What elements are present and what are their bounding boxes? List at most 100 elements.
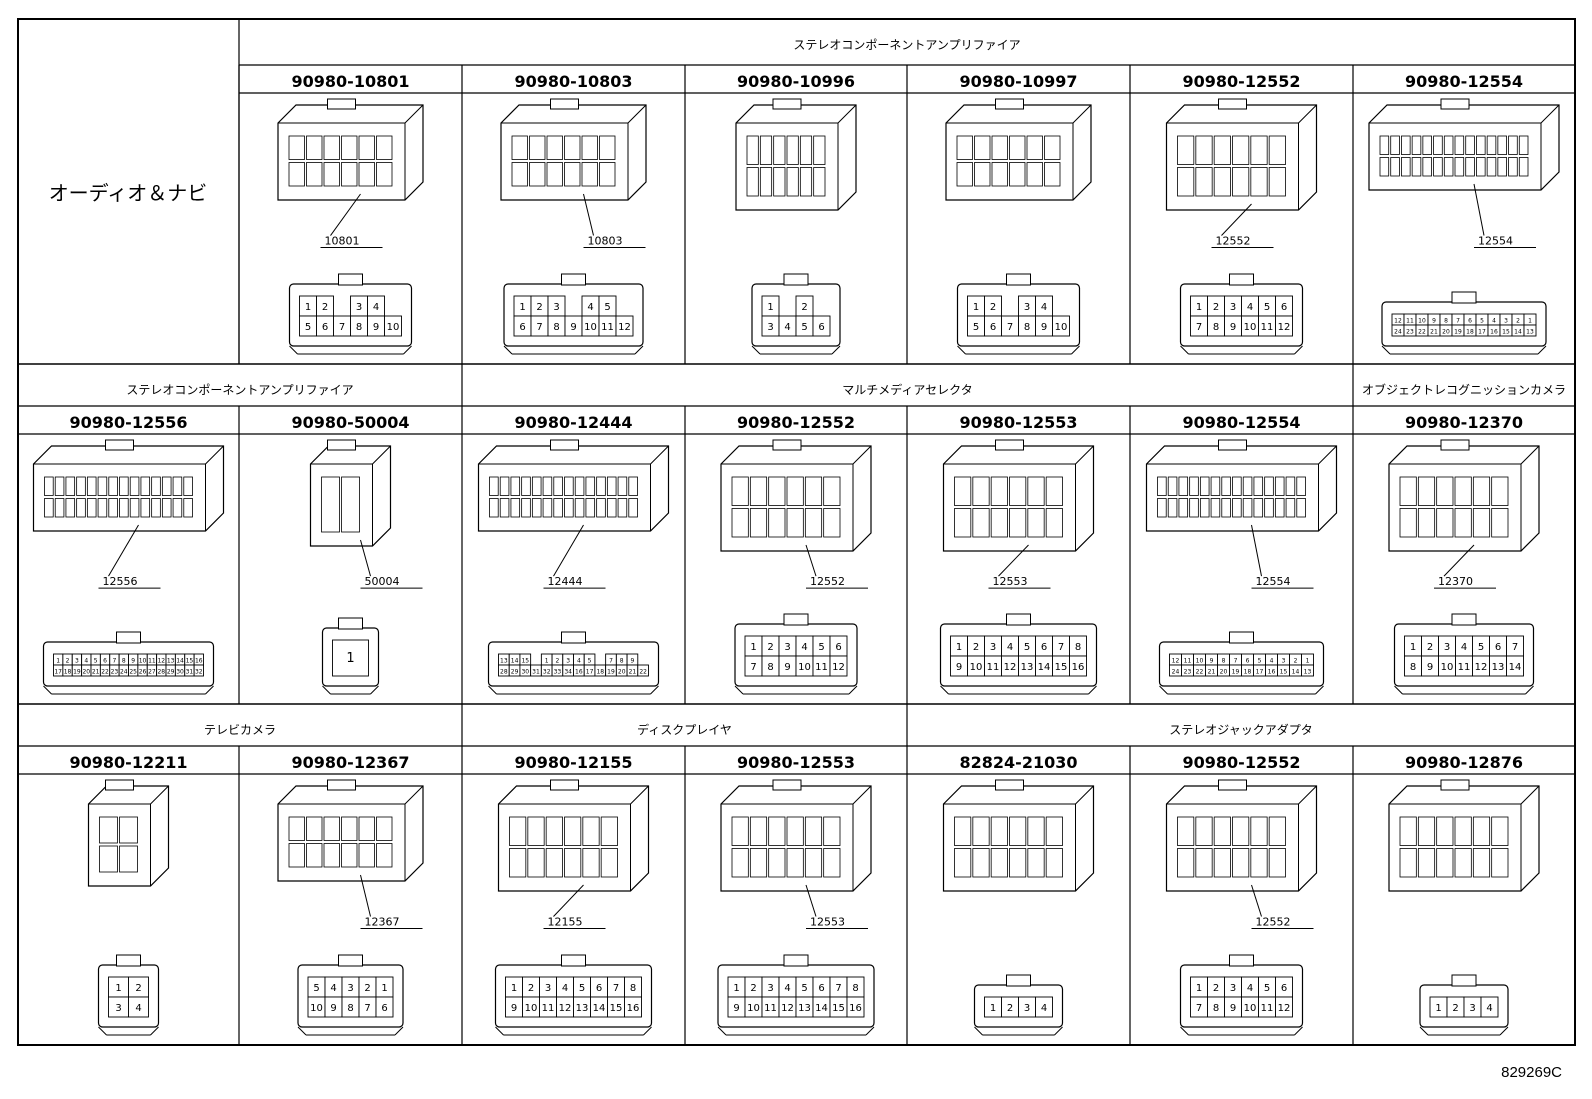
pin-number: 24 — [120, 669, 128, 676]
pin-number: 19 — [1232, 669, 1240, 676]
pin-number: 10 — [747, 1003, 760, 1014]
pin-number: 8 — [852, 983, 858, 994]
pin-number: 28 — [500, 669, 508, 676]
pin-number: 17 — [54, 669, 62, 676]
connector-iso-sketch — [942, 439, 1095, 552]
connector-iso-sketch — [277, 98, 424, 201]
pin-number: 21 — [1208, 669, 1216, 676]
pin-number: 16 — [195, 658, 203, 665]
pin-number: 2 — [322, 302, 328, 313]
pin-number: 2 — [801, 302, 807, 313]
group-label: マルチメディアセレクタ — [842, 382, 972, 397]
part-number: 82824-21030 — [960, 753, 1078, 772]
pin-number: 14 — [1292, 669, 1300, 676]
pin-number: 2 — [1294, 658, 1298, 665]
connector-code-label: 10803 — [588, 235, 623, 248]
pin-number: 19 — [1454, 329, 1462, 336]
pin-number: 15 — [1055, 662, 1068, 673]
part-number: 90980-10801 — [292, 72, 410, 91]
pin-number: 4 — [1007, 642, 1013, 653]
pin-number: 3 — [1282, 658, 1286, 665]
pin-number: 1 — [990, 1003, 996, 1014]
connector-code-label: 12155 — [548, 916, 583, 929]
connector-iso-sketch — [942, 779, 1095, 892]
pin-number: 10 — [798, 662, 811, 673]
pin-number: 11 — [1261, 1003, 1274, 1014]
pin-number: 7 — [609, 658, 613, 665]
pin-number: 8 — [1222, 658, 1226, 665]
pin-number: 5 — [801, 322, 807, 333]
pin-number: 8 — [122, 658, 126, 665]
connector-iso-sketch — [1165, 779, 1318, 892]
connector-code-label: 12554 — [1478, 235, 1513, 248]
part-number: 90980-12876 — [1405, 753, 1523, 772]
pin-number: 12 — [618, 322, 631, 333]
pin-number: 7 — [1456, 318, 1460, 325]
pin-number: 2 — [556, 658, 560, 665]
pin-number: 6 — [1246, 658, 1250, 665]
part-number: 90980-12367 — [292, 753, 410, 772]
connector-iso-sketch — [945, 98, 1092, 201]
pin-number: 29 — [167, 669, 175, 676]
pin-number: 10 — [1244, 1003, 1257, 1014]
pin-number: 1 — [545, 658, 549, 665]
pin-number: 27 — [148, 669, 156, 676]
pin-number: 20 — [82, 669, 90, 676]
pin-number: 1 — [1410, 642, 1416, 653]
pin-number: 5 — [1480, 318, 1484, 325]
connector-iso-sketch — [1388, 439, 1540, 552]
connector-row-2: ステレオコンポーネントアンプリファイアマルチメディアセレクタオブジェクトレコグニ… — [18, 364, 1575, 704]
pin-number: 31 — [532, 669, 540, 676]
pin-number: 18 — [64, 669, 72, 676]
pin-number: 13 — [1021, 662, 1034, 673]
pin-number: 12 — [832, 662, 845, 673]
group-label: ディスクプレイヤ — [637, 722, 732, 737]
pin-number: 8 — [356, 322, 362, 333]
pin-number: 23 — [111, 669, 119, 676]
pin-number: 4 — [84, 658, 88, 665]
pin-number: 2 — [135, 983, 141, 994]
pin-number: 6 — [1281, 302, 1287, 313]
pin-number: 8 — [1213, 322, 1219, 333]
pin-number: 3 — [356, 302, 362, 313]
pin-number: 10 — [1441, 662, 1454, 673]
pin-number: 31 — [186, 669, 194, 676]
pin-number: 11 — [987, 662, 1000, 673]
pin-number: 13 — [798, 1003, 811, 1014]
pin-number: 5 — [801, 983, 807, 994]
connector-code-label: 10801 — [325, 235, 360, 248]
pin-number: 20 — [618, 669, 626, 676]
pin-number: 1 — [56, 658, 60, 665]
pin-number: 12 — [781, 1003, 794, 1014]
part-number: 90980-12211 — [70, 753, 188, 772]
pin-number: 21 — [629, 669, 637, 676]
connector-iso-sketch — [720, 779, 872, 892]
pin-number: 15 — [186, 658, 194, 665]
pin-number: 6 — [818, 983, 824, 994]
pin-number: 4 — [784, 322, 790, 333]
pin-number: 7 — [1512, 642, 1518, 653]
pin-number: 7 — [536, 322, 542, 333]
pin-number: 6 — [1495, 642, 1501, 653]
pin-number: 8 — [1075, 642, 1081, 653]
pin-number: 16 — [1268, 669, 1276, 676]
pin-number: 5 — [305, 322, 311, 333]
pin-number: 13 — [1304, 669, 1312, 676]
